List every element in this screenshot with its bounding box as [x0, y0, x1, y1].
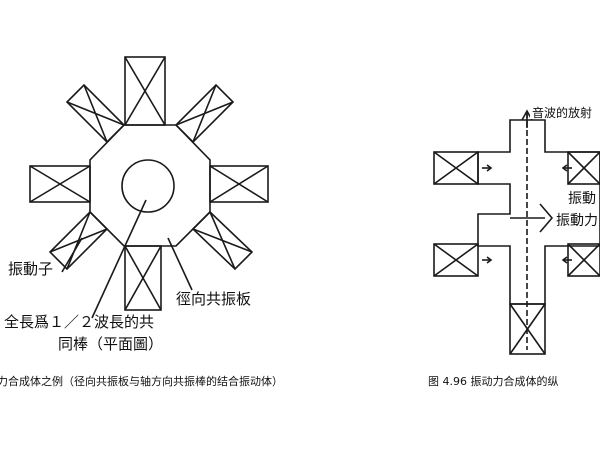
vibrator-box-left-lower — [433, 243, 479, 277]
leader-radial-plate — [167, 237, 193, 291]
center-rod-circle — [121, 159, 175, 213]
vibration-arrow — [539, 203, 554, 233]
label-vibration-2: 振動力 — [556, 213, 598, 229]
vibrator-upper-right — [174, 83, 235, 144]
vibrator-lower-right — [191, 210, 254, 271]
label-half-wave: 全長爲１／２波長的共 — [4, 313, 155, 331]
radial-plate-octagon — [89, 124, 211, 247]
vibrator-box-right-upper — [567, 151, 600, 185]
vibrator-bottom — [124, 245, 162, 311]
vibrator-lower-left — [48, 210, 109, 271]
vibrator-box-left-upper — [433, 151, 479, 185]
vibrator-right — [209, 165, 269, 203]
label-sound-radiation: 音波的放射 — [530, 106, 595, 120]
caption-left: 动力合成体之例（径向共振板与轴方向共振棒的结合振动体） — [0, 375, 283, 388]
label-vibration-1: 振動 — [568, 191, 596, 207]
label-vibrator: 振動子 — [8, 260, 54, 278]
vibrator-left — [29, 165, 91, 203]
label-radial-plate: 徑向共振板 — [176, 290, 252, 308]
vibrator-box-right-lower — [567, 243, 600, 277]
vibrator-upper-left — [65, 83, 126, 144]
leader-vibrator — [61, 237, 83, 273]
vibrator-top — [124, 56, 166, 126]
leader-half-wave — [91, 199, 147, 319]
label-half-wave-2: 同棒（平面圖） — [58, 335, 164, 353]
caption-right: 图 4.96 振动力合成体的纵 — [428, 375, 559, 388]
vibrator-box-bottom — [509, 303, 546, 355]
